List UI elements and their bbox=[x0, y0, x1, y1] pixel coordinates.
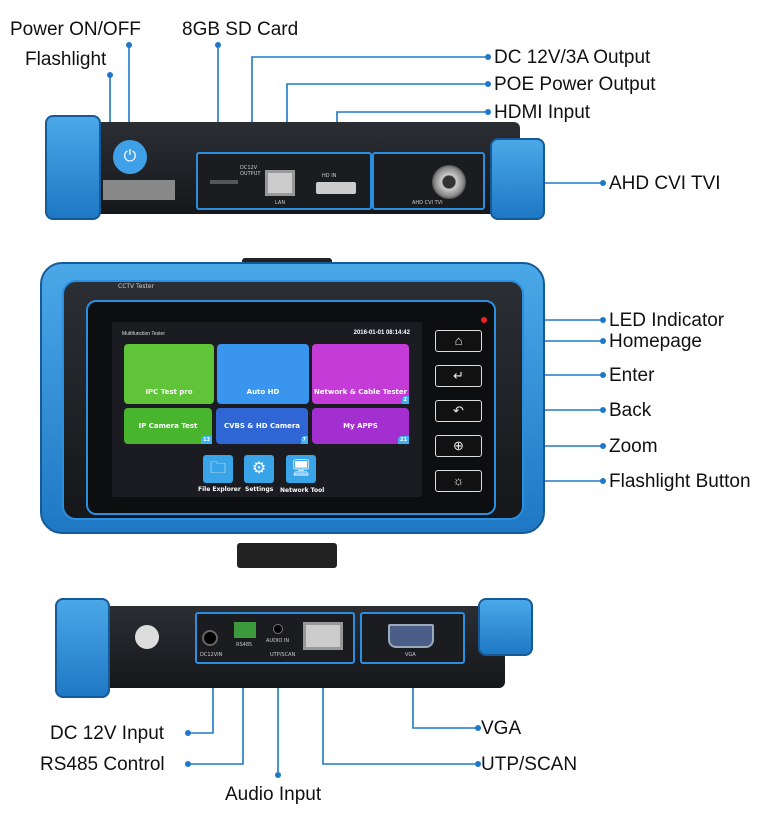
utp-scan-port[interactable] bbox=[303, 622, 343, 650]
hdmi-port[interactable] bbox=[316, 182, 356, 194]
label-power: Power ON/OFF bbox=[10, 19, 141, 40]
label-led: LED Indicator bbox=[609, 310, 725, 331]
flashlight-button[interactable]: ☼ bbox=[435, 470, 482, 492]
settings-icon[interactable]: ⚙ bbox=[244, 455, 274, 483]
dc-in-port[interactable] bbox=[202, 630, 218, 646]
label-poe: POE Power Output bbox=[494, 74, 656, 95]
lan-port[interactable] bbox=[265, 170, 295, 196]
bnc-port-label: AHD CVI TVI bbox=[412, 200, 443, 206]
screen-datetime: 2016-01-01 08:14:42 bbox=[353, 330, 410, 336]
label-back: Back bbox=[609, 400, 652, 421]
sd-card-slot[interactable] bbox=[210, 180, 238, 184]
network-tool-label: Network Tool bbox=[280, 487, 325, 494]
label-ahd: AHD CVI TVI bbox=[609, 173, 721, 194]
flashlight-lens bbox=[103, 180, 175, 200]
rs485-terminal[interactable] bbox=[234, 622, 256, 638]
label-hdmi: HDMI Input bbox=[494, 102, 591, 123]
label-dc-output: DC 12V/3A Output bbox=[494, 47, 651, 68]
label-enter: Enter bbox=[609, 365, 655, 386]
label-homepage: Homepage bbox=[609, 331, 702, 352]
utp-label: UTP/SCAN bbox=[270, 652, 296, 658]
dc-in-label: DC12VIN bbox=[200, 652, 223, 658]
hdmi-port-label: HD IN bbox=[322, 173, 337, 179]
brand-label: CCTV Tester bbox=[118, 283, 155, 290]
label-audio: Audio Input bbox=[225, 784, 322, 805]
label-dc-input: DC 12V Input bbox=[50, 723, 165, 744]
dc-out-port-label: DC12V OUTPUT bbox=[240, 165, 261, 177]
label-rs485: RS485 Control bbox=[40, 754, 165, 775]
brand-logo bbox=[135, 625, 159, 649]
lan-port-label: LAN bbox=[275, 200, 286, 206]
label-flashlight-button: Flashlight Button bbox=[609, 471, 751, 492]
enter-button[interactable]: ↵ bbox=[435, 365, 482, 387]
settings-label: Settings bbox=[245, 486, 274, 493]
network-tool-icon[interactable]: 🖥 bbox=[286, 455, 316, 483]
zoom-button[interactable]: ⊕ bbox=[435, 435, 482, 457]
rs485-label: RS485 bbox=[236, 642, 253, 648]
home-button[interactable]: ⌂ bbox=[435, 330, 482, 352]
tile-ipc-test-pro[interactable]: IPC Test pro bbox=[124, 344, 214, 404]
vga-port-label: VGA bbox=[405, 652, 416, 658]
label-sd-card: 8GB SD Card bbox=[182, 19, 299, 40]
bnc-connector[interactable] bbox=[432, 165, 466, 199]
label-utp: UTP/SCAN bbox=[481, 754, 578, 775]
audio-in-jack[interactable] bbox=[273, 624, 283, 634]
power-button[interactable]: ⏻ bbox=[113, 140, 147, 174]
hand-strap-bottom bbox=[237, 543, 337, 568]
touch-screen[interactable]: Multifunction Tester 2016-01-01 08:14:42… bbox=[112, 322, 422, 497]
label-zoom: Zoom bbox=[609, 436, 658, 457]
led-indicator bbox=[481, 317, 487, 323]
file-explorer-icon[interactable]: 🗀 bbox=[203, 455, 233, 483]
label-vga: VGA bbox=[481, 718, 522, 739]
audio-in-label: AUDIO IN bbox=[266, 638, 290, 644]
label-flashlight: Flashlight bbox=[25, 49, 107, 70]
back-button[interactable]: ↶ bbox=[435, 400, 482, 422]
file-explorer-label: File Explorer bbox=[198, 486, 241, 493]
vga-port[interactable] bbox=[388, 624, 434, 648]
tile-auto-hd[interactable]: Auto HD bbox=[217, 344, 309, 404]
screen-title: Multifunction Tester bbox=[122, 331, 165, 337]
